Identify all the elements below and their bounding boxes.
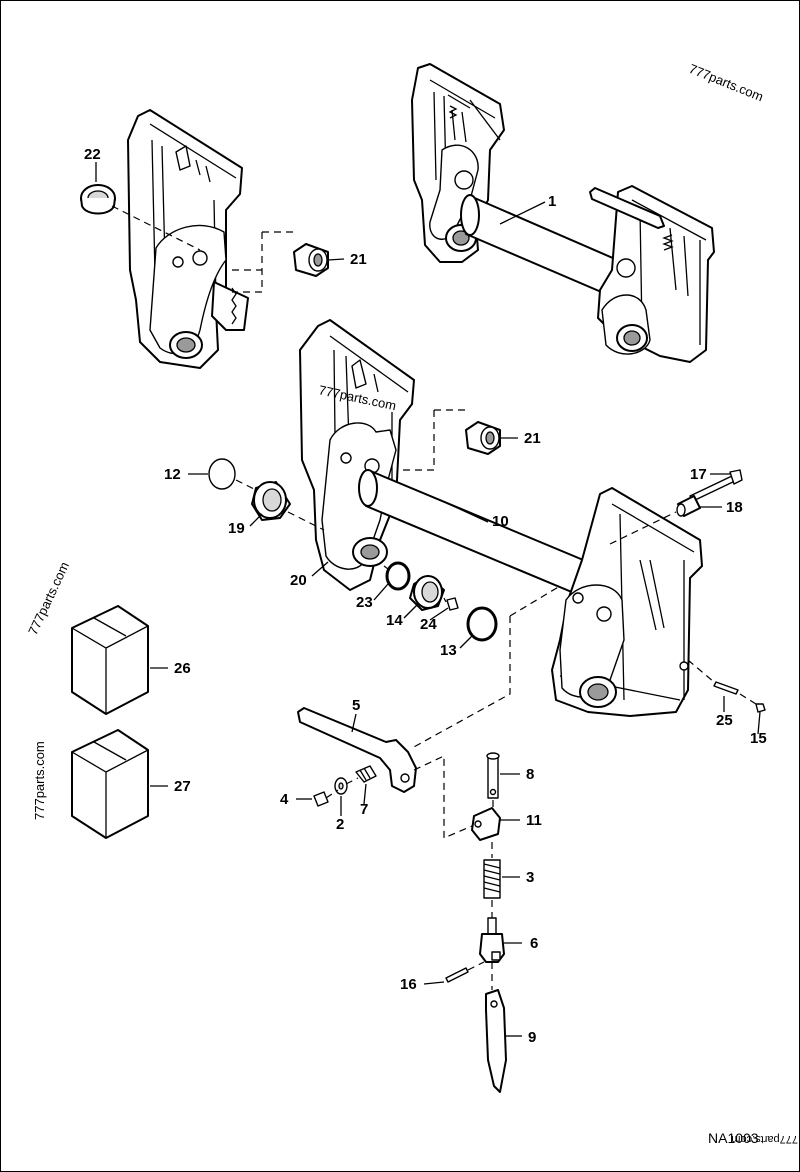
callout-9: 9 [528,1029,536,1046]
callout-15: 15 [750,730,767,747]
part-26-kit-box [71,605,149,715]
part-5-handle [297,707,417,793]
part-14-bushing [409,575,445,611]
part-25-pin [713,681,739,695]
callout-labels: 1 2 3 4 5 6 7 8 9 10 11 12 13 14 15 16 1… [84,146,767,1046]
part-6-plunger [479,917,505,963]
part-7-bushing [355,765,377,783]
callout-21-lower: 21 [524,430,541,447]
leader-lines [95,162,761,1037]
part-18-spacer [676,495,701,517]
drawing-code: NA1003 [708,1130,759,1146]
part-13-snap-ring [466,606,498,642]
callout-25: 25 [716,712,733,729]
watermark-left-edge: 777parts.com [25,560,72,638]
callout-5: 5 [352,697,360,714]
callout-7: 7 [360,801,368,818]
part-12-snap-ring [208,458,236,490]
part-15-nut [755,703,766,713]
left-mounting-plate [127,109,249,369]
callout-23: 23 [356,594,373,611]
assembly-dashed-lines [111,205,757,990]
watermark-bottom-right: 777parts.com [731,1133,798,1145]
callout-8: 8 [526,766,534,783]
callout-21-upper: 21 [350,251,367,268]
watermark-top-right: 777parts.com [687,61,766,104]
watermark-left-vertical: 777parts.com [32,741,47,820]
part-11-block [471,807,501,841]
callout-17: 17 [690,466,707,483]
part-21-collar-lower [465,421,501,455]
part-2-washer [334,777,348,795]
part-24-grease-fitting [446,597,459,611]
part-22-bushing [80,184,116,215]
callout-14: 14 [386,612,403,629]
part-27-kit-box [71,729,149,839]
callout-1: 1 [548,193,556,210]
callout-13: 13 [440,642,457,659]
callout-3: 3 [526,869,534,886]
part-3-spring [483,859,501,899]
part-21-collar-upper [293,243,329,277]
callout-6: 6 [530,935,538,952]
callout-27: 27 [174,778,191,795]
part-9-latch-bar [485,989,507,1093]
callout-16: 16 [400,976,417,993]
part-19-bushing [251,481,291,521]
callout-2: 2 [336,816,344,833]
callout-26: 26 [174,660,191,677]
part-8-bolt [486,752,500,799]
part-16-roll-pin [445,967,469,983]
callout-18: 18 [726,499,743,516]
callout-22: 22 [84,146,101,163]
part-4-nut [313,791,329,807]
middle-frame-assembly [299,319,703,717]
callout-20: 20 [290,572,307,589]
callout-24: 24 [420,616,437,633]
upper-mounting-frame-assembly [411,63,715,363]
callout-4: 4 [280,791,289,808]
callout-12: 12 [164,466,181,483]
part-23-snap-ring [385,561,411,591]
callout-19: 19 [228,520,245,537]
callout-11: 11 [526,812,542,829]
callout-10: 10 [492,513,509,530]
